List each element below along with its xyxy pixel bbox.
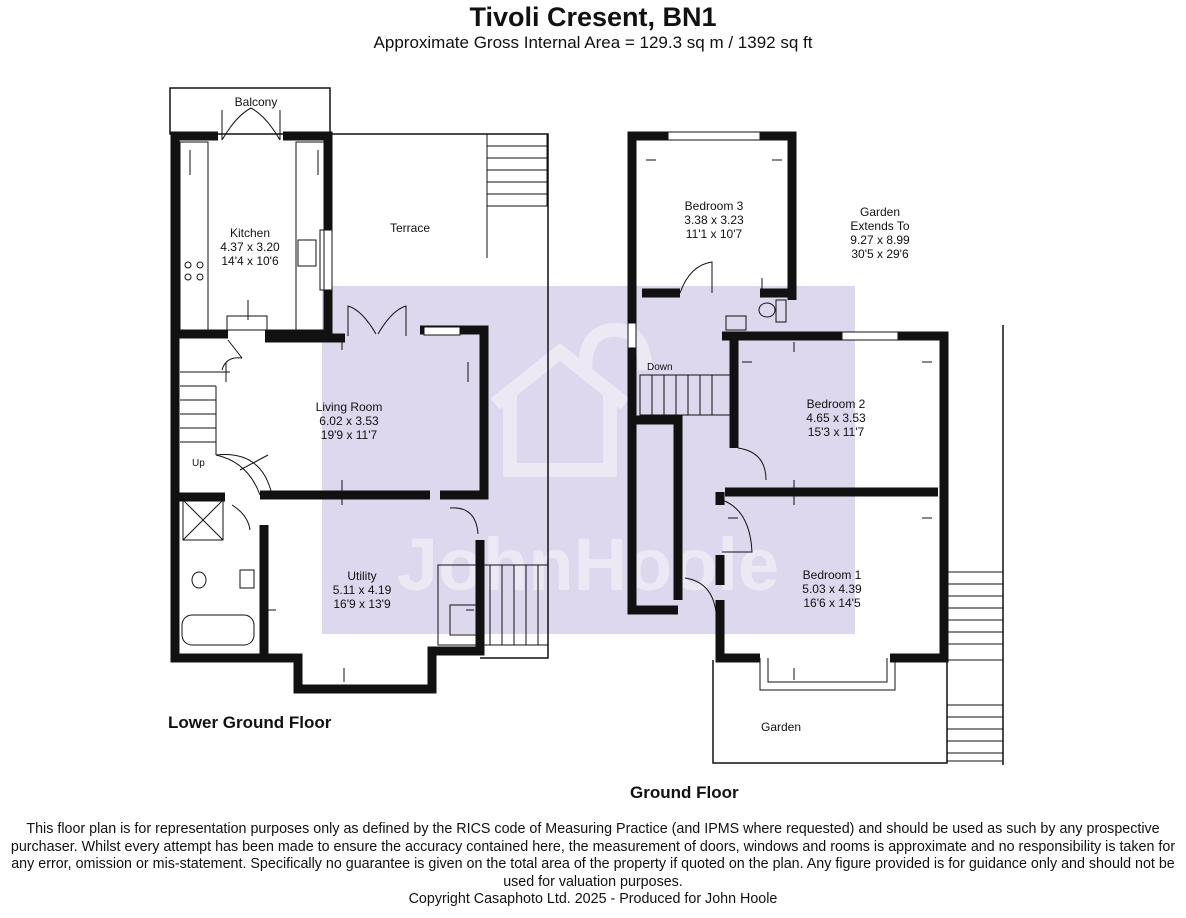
front-garden-outline (712, 660, 948, 764)
page-title: Tivoli Cresent, BN1 (469, 2, 717, 32)
bedroom2-metric: 4.65 x 3.53 (806, 411, 866, 425)
living-room-window (423, 326, 461, 336)
kitchen-name: Kitchen (230, 226, 270, 240)
lower-ground-floor-label: Lower Ground Floor (168, 713, 332, 732)
kitchen-imperial: 14'4 x 10'6 (221, 254, 279, 268)
terrace-steps (486, 133, 548, 258)
lower-ground-floor-plan: Balcony Kitchen 4.37 x 3.20 14'4 x 10'6 … (168, 87, 549, 732)
terrace-label: Terrace (390, 221, 430, 235)
balcony-doors (221, 107, 281, 141)
bedroom3-imperial: 11'1 x 10'7 (686, 227, 743, 241)
ground-dimension-ticks (646, 159, 932, 680)
front-garden-label: Garden (761, 720, 801, 734)
ground-floor-plan: Bedroom 3 3.38 x 3.23 11'1 x 10'7 Garden… (627, 131, 1004, 802)
kitchen-units (179, 141, 325, 331)
ground-floor-windows (627, 131, 899, 349)
terrace-outline (325, 133, 549, 659)
garden-right-extends: Extends To (850, 219, 909, 233)
lower-stairs (180, 339, 273, 496)
living-room-name: Living Room (316, 400, 383, 414)
gross-area-subtitle: Approximate Gross Internal Area = 129.3 … (373, 33, 813, 52)
copyright-text: Copyright Casaphoto Ltd. 2025 - Produced… (408, 891, 778, 907)
balcony-label: Balcony (235, 95, 278, 109)
bedroom1-metric: 5.03 x 4.39 (802, 582, 862, 596)
stairs-down-label: Down (647, 362, 673, 373)
garden-right-name: Garden (860, 205, 900, 219)
bedroom2-name: Bedroom 2 (807, 397, 866, 411)
garden-right-imperial: 30'5 x 29'6 (851, 247, 909, 261)
bedroom3-metric: 3.38 x 3.23 (684, 213, 744, 227)
bedroom1-imperial: 16'6 x 14'5 (803, 596, 861, 610)
garden-steps (946, 571, 1004, 762)
utility-stairs (437, 507, 549, 646)
utility-name: Utility (347, 569, 376, 583)
ground-floor-label: Ground Floor (630, 783, 739, 802)
bay-window (759, 658, 896, 691)
ground-floor-walls (627, 131, 949, 663)
garden-right-metric: 9.27 x 8.99 (850, 233, 910, 247)
lower-dimension-ticks (189, 150, 474, 682)
balcony-outline (169, 87, 331, 135)
living-room-imperial: 19'9 x 11'7 (321, 428, 378, 442)
bay-window-inner (767, 658, 888, 683)
utility-metric: 5.11 x 4.19 (333, 583, 392, 597)
living-room-doors (347, 305, 407, 336)
bedroom3-name: Bedroom 3 (685, 199, 744, 213)
kitchen-window (319, 229, 333, 291)
bathroom-fittings (181, 499, 255, 646)
floor-plan-drawing: JohnHoole (168, 87, 1004, 802)
stairs-up-label: Up (192, 458, 205, 469)
living-room-metric: 6.02 x 3.53 (319, 414, 379, 428)
kitchen-metric: 4.37 x 3.20 (220, 240, 280, 254)
watermark-house-icon (490, 322, 652, 477)
bedroom1-name: Bedroom 1 (803, 568, 862, 582)
ground-floor-doors (639, 261, 787, 613)
bedroom2-imperial: 15'3 x 11'7 (808, 425, 865, 439)
disclaimer-text: This floor plan is for representation pu… (10, 821, 1176, 890)
utility-imperial: 16'9 x 13'9 (333, 597, 391, 611)
